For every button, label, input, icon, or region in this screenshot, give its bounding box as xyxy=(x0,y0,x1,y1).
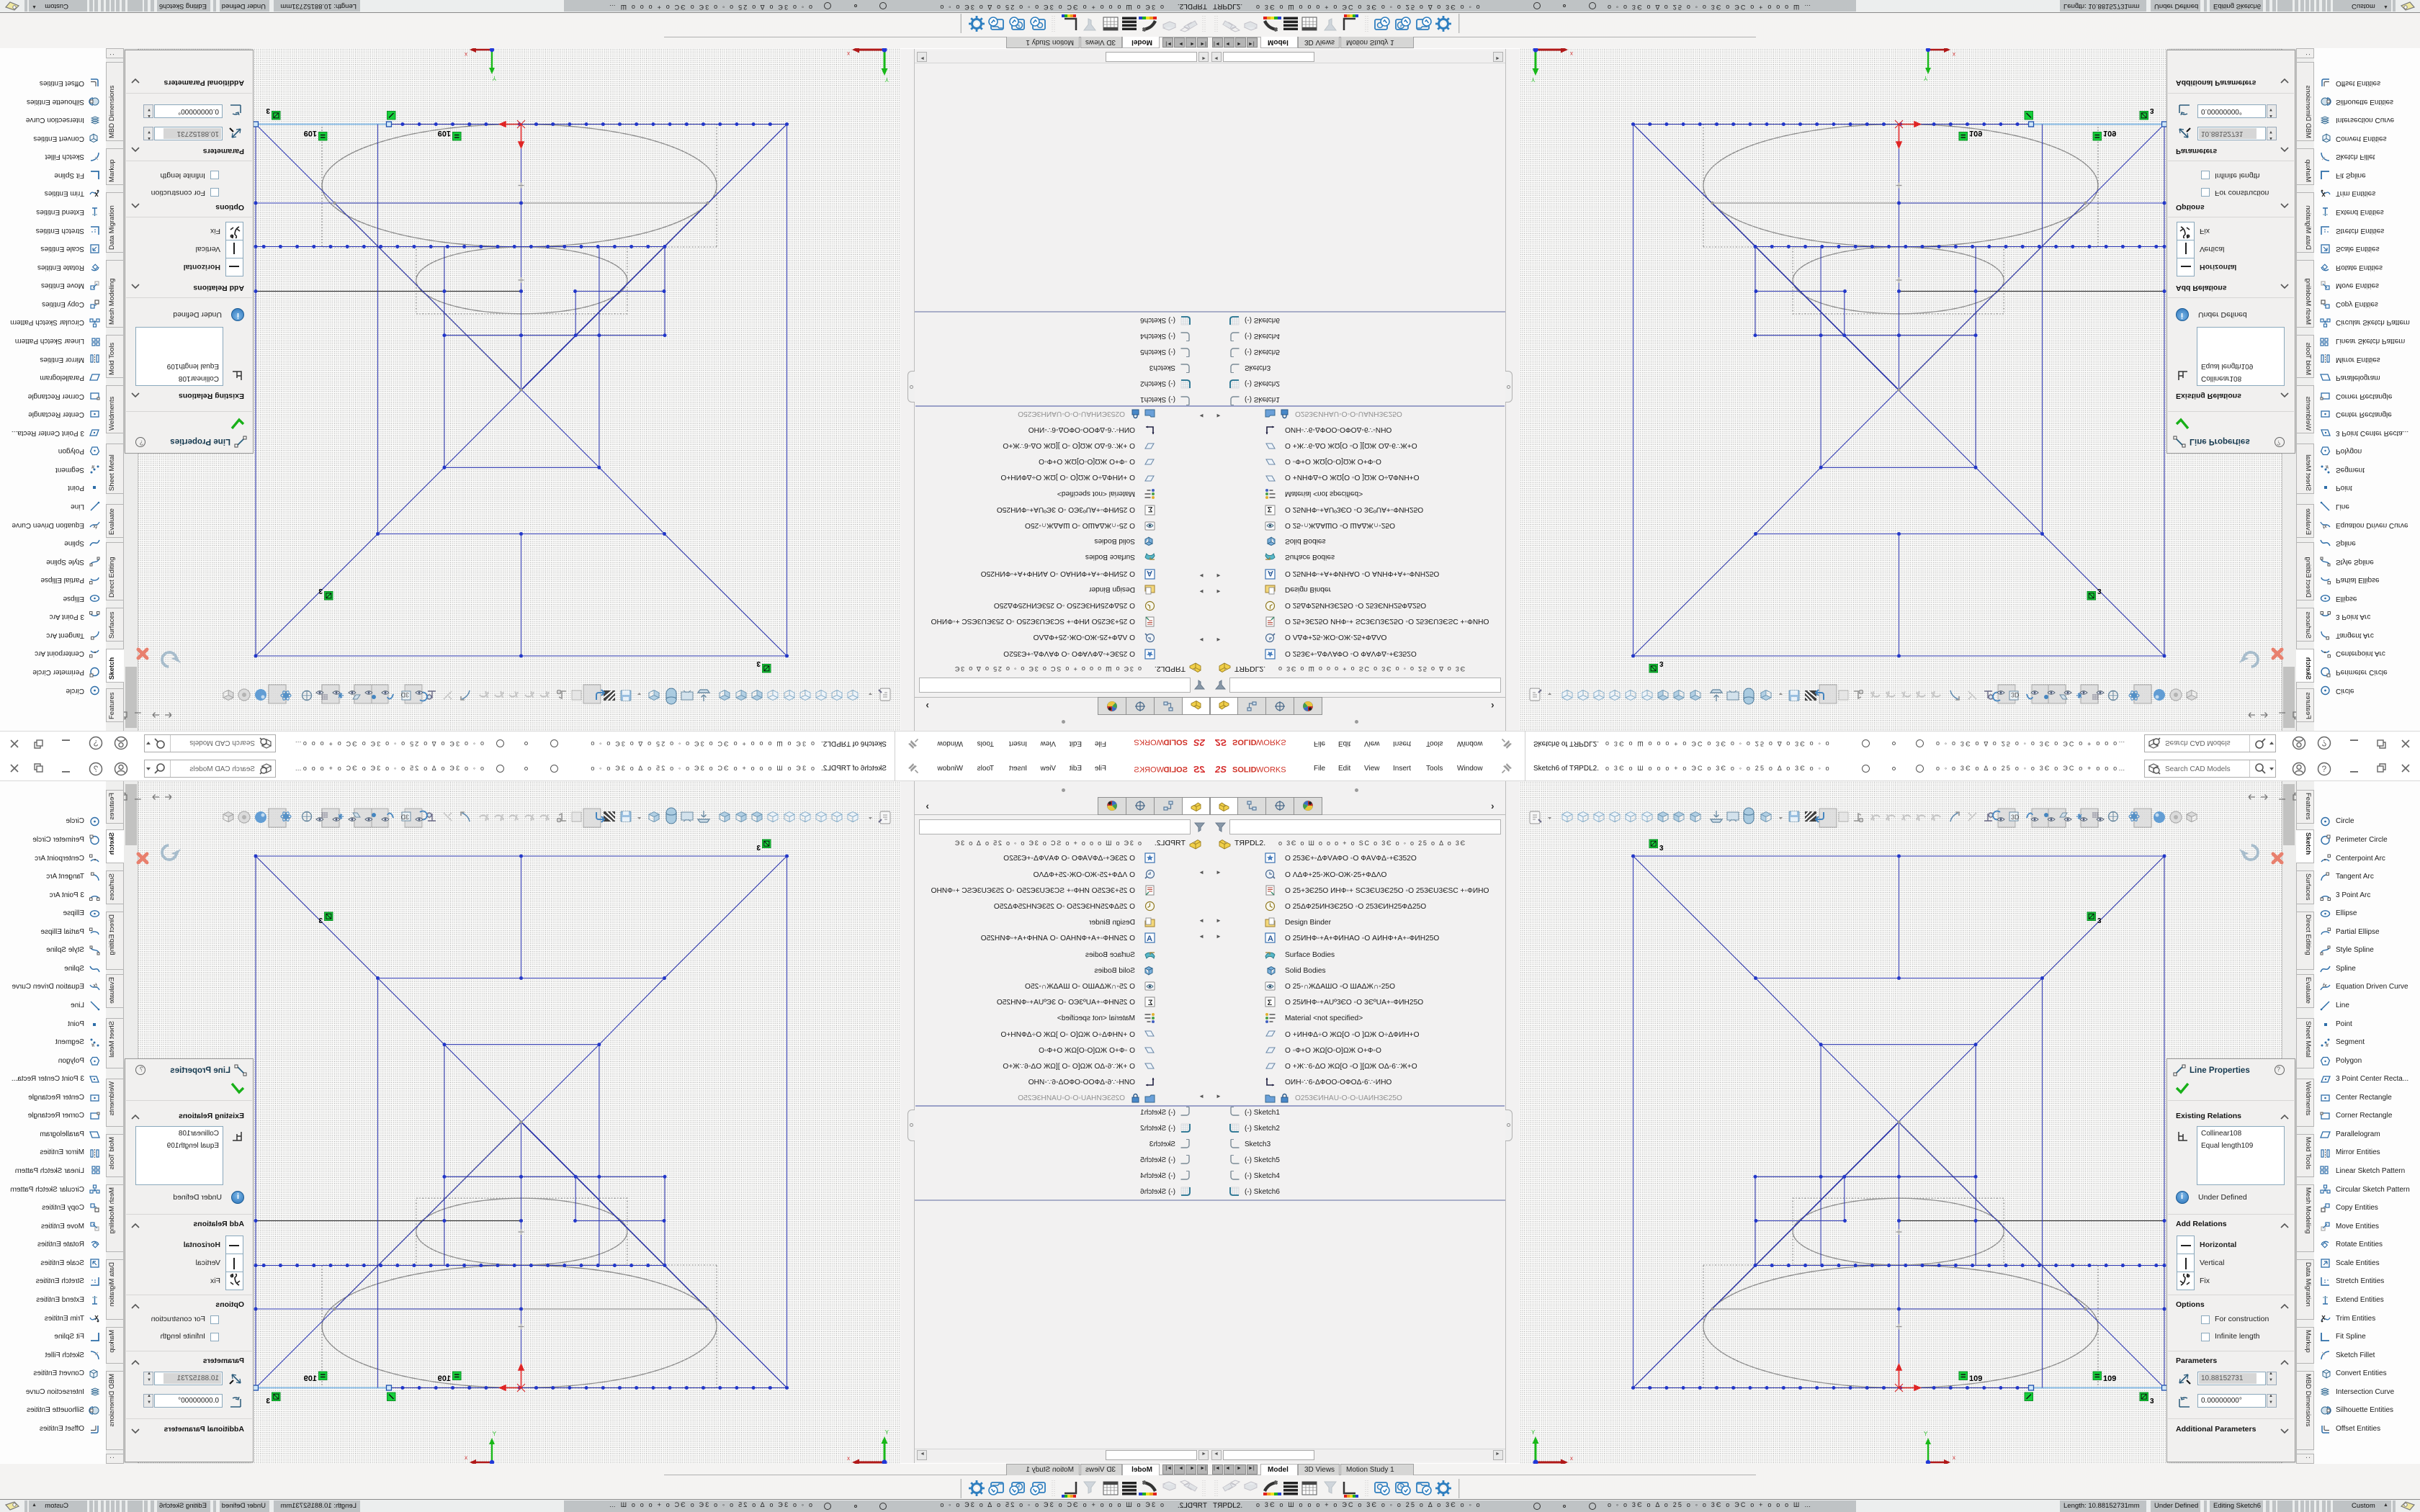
svg-text:SOLID: SOLID xyxy=(1163,766,1188,775)
svg-text:Y: Y xyxy=(492,75,496,81)
svg-text:Y: Y xyxy=(1531,1429,1536,1436)
svg-text:Σ: Σ xyxy=(1268,505,1273,513)
svg-text:Σ: Σ xyxy=(1268,999,1273,1007)
svg-text:Y: Y xyxy=(1924,1431,1928,1437)
svg-text:#: # xyxy=(2326,1043,2329,1048)
svg-text:3D: 3D xyxy=(400,814,409,821)
svg-text:Y: Y xyxy=(884,76,889,83)
svg-text:3: 3 xyxy=(266,107,270,114)
svg-text:2S: 2S xyxy=(1193,737,1205,748)
svg-text:?: ? xyxy=(2322,738,2327,748)
svg-text:A: A xyxy=(1147,569,1152,577)
svg-text:3: 3 xyxy=(2150,107,2154,114)
svg-text:3D: 3D xyxy=(400,691,409,698)
svg-text:x: x xyxy=(1570,1455,1573,1462)
svg-text:3D: 3D xyxy=(2011,691,2020,698)
svg-text:#: # xyxy=(91,464,94,469)
svg-text:WORKS: WORKS xyxy=(1256,738,1286,747)
svg-text:WORKS: WORKS xyxy=(1134,766,1164,775)
svg-text:A: A xyxy=(1268,569,1273,577)
svg-text:109: 109 xyxy=(304,129,317,138)
svg-text:Y: Y xyxy=(1924,75,1928,81)
svg-text:109: 109 xyxy=(438,129,451,138)
svg-text:2S: 2S xyxy=(1215,737,1227,748)
svg-text:3D: 3D xyxy=(2011,814,2020,821)
svg-text:fx: fx xyxy=(2323,523,2327,528)
svg-text:SOLID: SOLID xyxy=(1232,766,1257,775)
svg-text:x: x xyxy=(465,51,467,58)
svg-text:3: 3 xyxy=(266,1398,270,1405)
svg-text:fx: fx xyxy=(93,984,97,989)
svg-text:#: # xyxy=(91,1043,94,1048)
svg-text:2S: 2S xyxy=(1215,764,1227,775)
svg-text:3: 3 xyxy=(1659,845,1664,852)
svg-text:?: ? xyxy=(2322,764,2327,774)
svg-text:109: 109 xyxy=(2103,129,2116,138)
svg-text:3: 3 xyxy=(1659,660,1664,667)
svg-text:109: 109 xyxy=(1969,1374,1982,1383)
svg-text:?: ? xyxy=(94,764,99,774)
svg-text:x: x xyxy=(465,1454,467,1461)
svg-text:WORKS: WORKS xyxy=(1134,738,1164,747)
svg-text:fx: fx xyxy=(2323,984,2327,989)
svg-text:Y: Y xyxy=(492,1431,496,1437)
svg-text:SOLID: SOLID xyxy=(1163,738,1188,747)
svg-text:2S: 2S xyxy=(1193,764,1205,775)
svg-text:Y: Y xyxy=(884,1429,889,1436)
svg-text:#: # xyxy=(2326,464,2329,469)
svg-text:WORKS: WORKS xyxy=(1256,766,1286,775)
svg-text:Σ: Σ xyxy=(1148,505,1153,513)
svg-text:3: 3 xyxy=(318,587,323,595)
svg-text:Y: Y xyxy=(1531,76,1536,83)
svg-text:x: x xyxy=(847,1455,850,1462)
svg-text:109: 109 xyxy=(304,1374,317,1383)
svg-text:109: 109 xyxy=(2103,1374,2116,1383)
svg-text:3: 3 xyxy=(756,660,761,667)
svg-text:SOLID: SOLID xyxy=(1232,738,1257,747)
svg-text:x: x xyxy=(1953,51,1955,58)
svg-text:A: A xyxy=(1147,935,1152,943)
svg-text:Σ: Σ xyxy=(1148,999,1153,1007)
svg-text:3: 3 xyxy=(2150,1398,2154,1405)
svg-text:3: 3 xyxy=(2097,917,2102,925)
svg-text:3: 3 xyxy=(2097,587,2102,595)
svg-text:x: x xyxy=(1570,50,1573,57)
svg-text:fx: fx xyxy=(93,523,97,528)
svg-text:x: x xyxy=(847,50,850,57)
svg-text:?: ? xyxy=(94,738,99,748)
svg-text:3: 3 xyxy=(756,845,761,852)
svg-text:x: x xyxy=(1953,1454,1955,1461)
svg-text:109: 109 xyxy=(1969,129,1982,138)
svg-text:A: A xyxy=(1268,935,1273,943)
svg-text:109: 109 xyxy=(438,1374,451,1383)
svg-text:3: 3 xyxy=(318,917,323,925)
